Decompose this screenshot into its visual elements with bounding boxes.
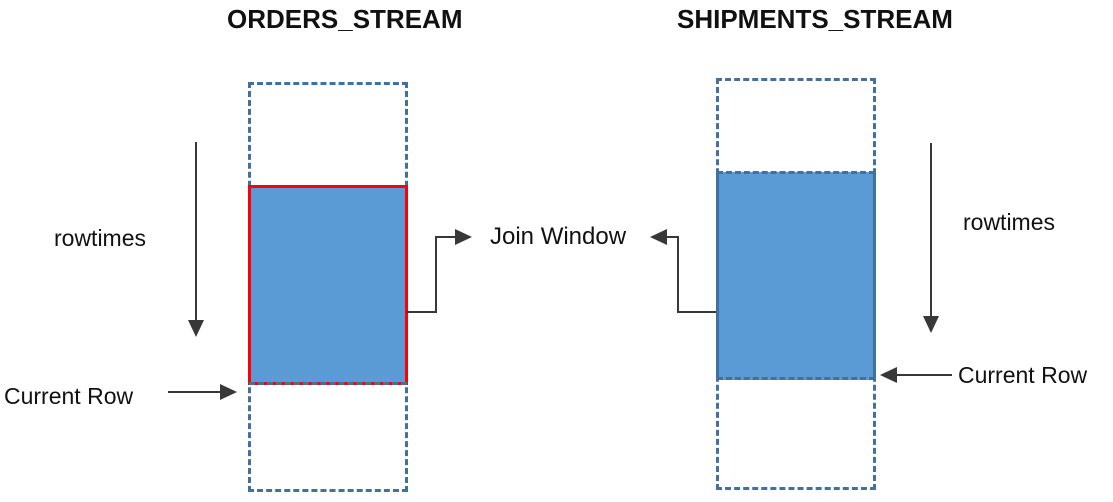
right-arrowhead-icon [220,384,237,400]
shipments-window-top-dashed-line [717,171,875,174]
left-arrowhead-icon [880,367,897,383]
shipments-join-window-region [716,172,876,380]
join-window-label: Join Window [490,223,627,250]
down-arrowhead-icon [188,320,204,337]
rowtimes-arrow-left [195,142,197,322]
orders-join-window-region [248,185,408,385]
current-row-arrow-right [896,374,952,376]
current-row-arrow-left [168,391,222,393]
join-window-connector-left [407,311,437,313]
join-window-connector-left [435,236,437,313]
shipments-stream-title: SHIPMENTS_STREAM [677,4,953,34]
down-arrowhead-icon [923,316,939,333]
join-window-connector-right [666,236,679,238]
join-window-connector-right [677,236,679,313]
orders-current-row-dashed-line [249,382,407,385]
right-arrowhead-icon [455,229,472,245]
current-row-label-right: Current Row [958,362,1088,388]
rowtimes-arrow-right [930,143,932,316]
join-window-connector-left [437,236,456,238]
rowtimes-label-right: rowtimes [963,209,1056,235]
orders-stream-title: ORDERS_STREAM [227,4,463,34]
left-arrowhead-icon [650,229,667,245]
rowtimes-label-left: rowtimes [54,225,147,251]
shipments-current-row-dashed-line [717,377,875,380]
join-window-connector-right [677,311,716,313]
current-row-label-left: Current Row [4,383,134,409]
